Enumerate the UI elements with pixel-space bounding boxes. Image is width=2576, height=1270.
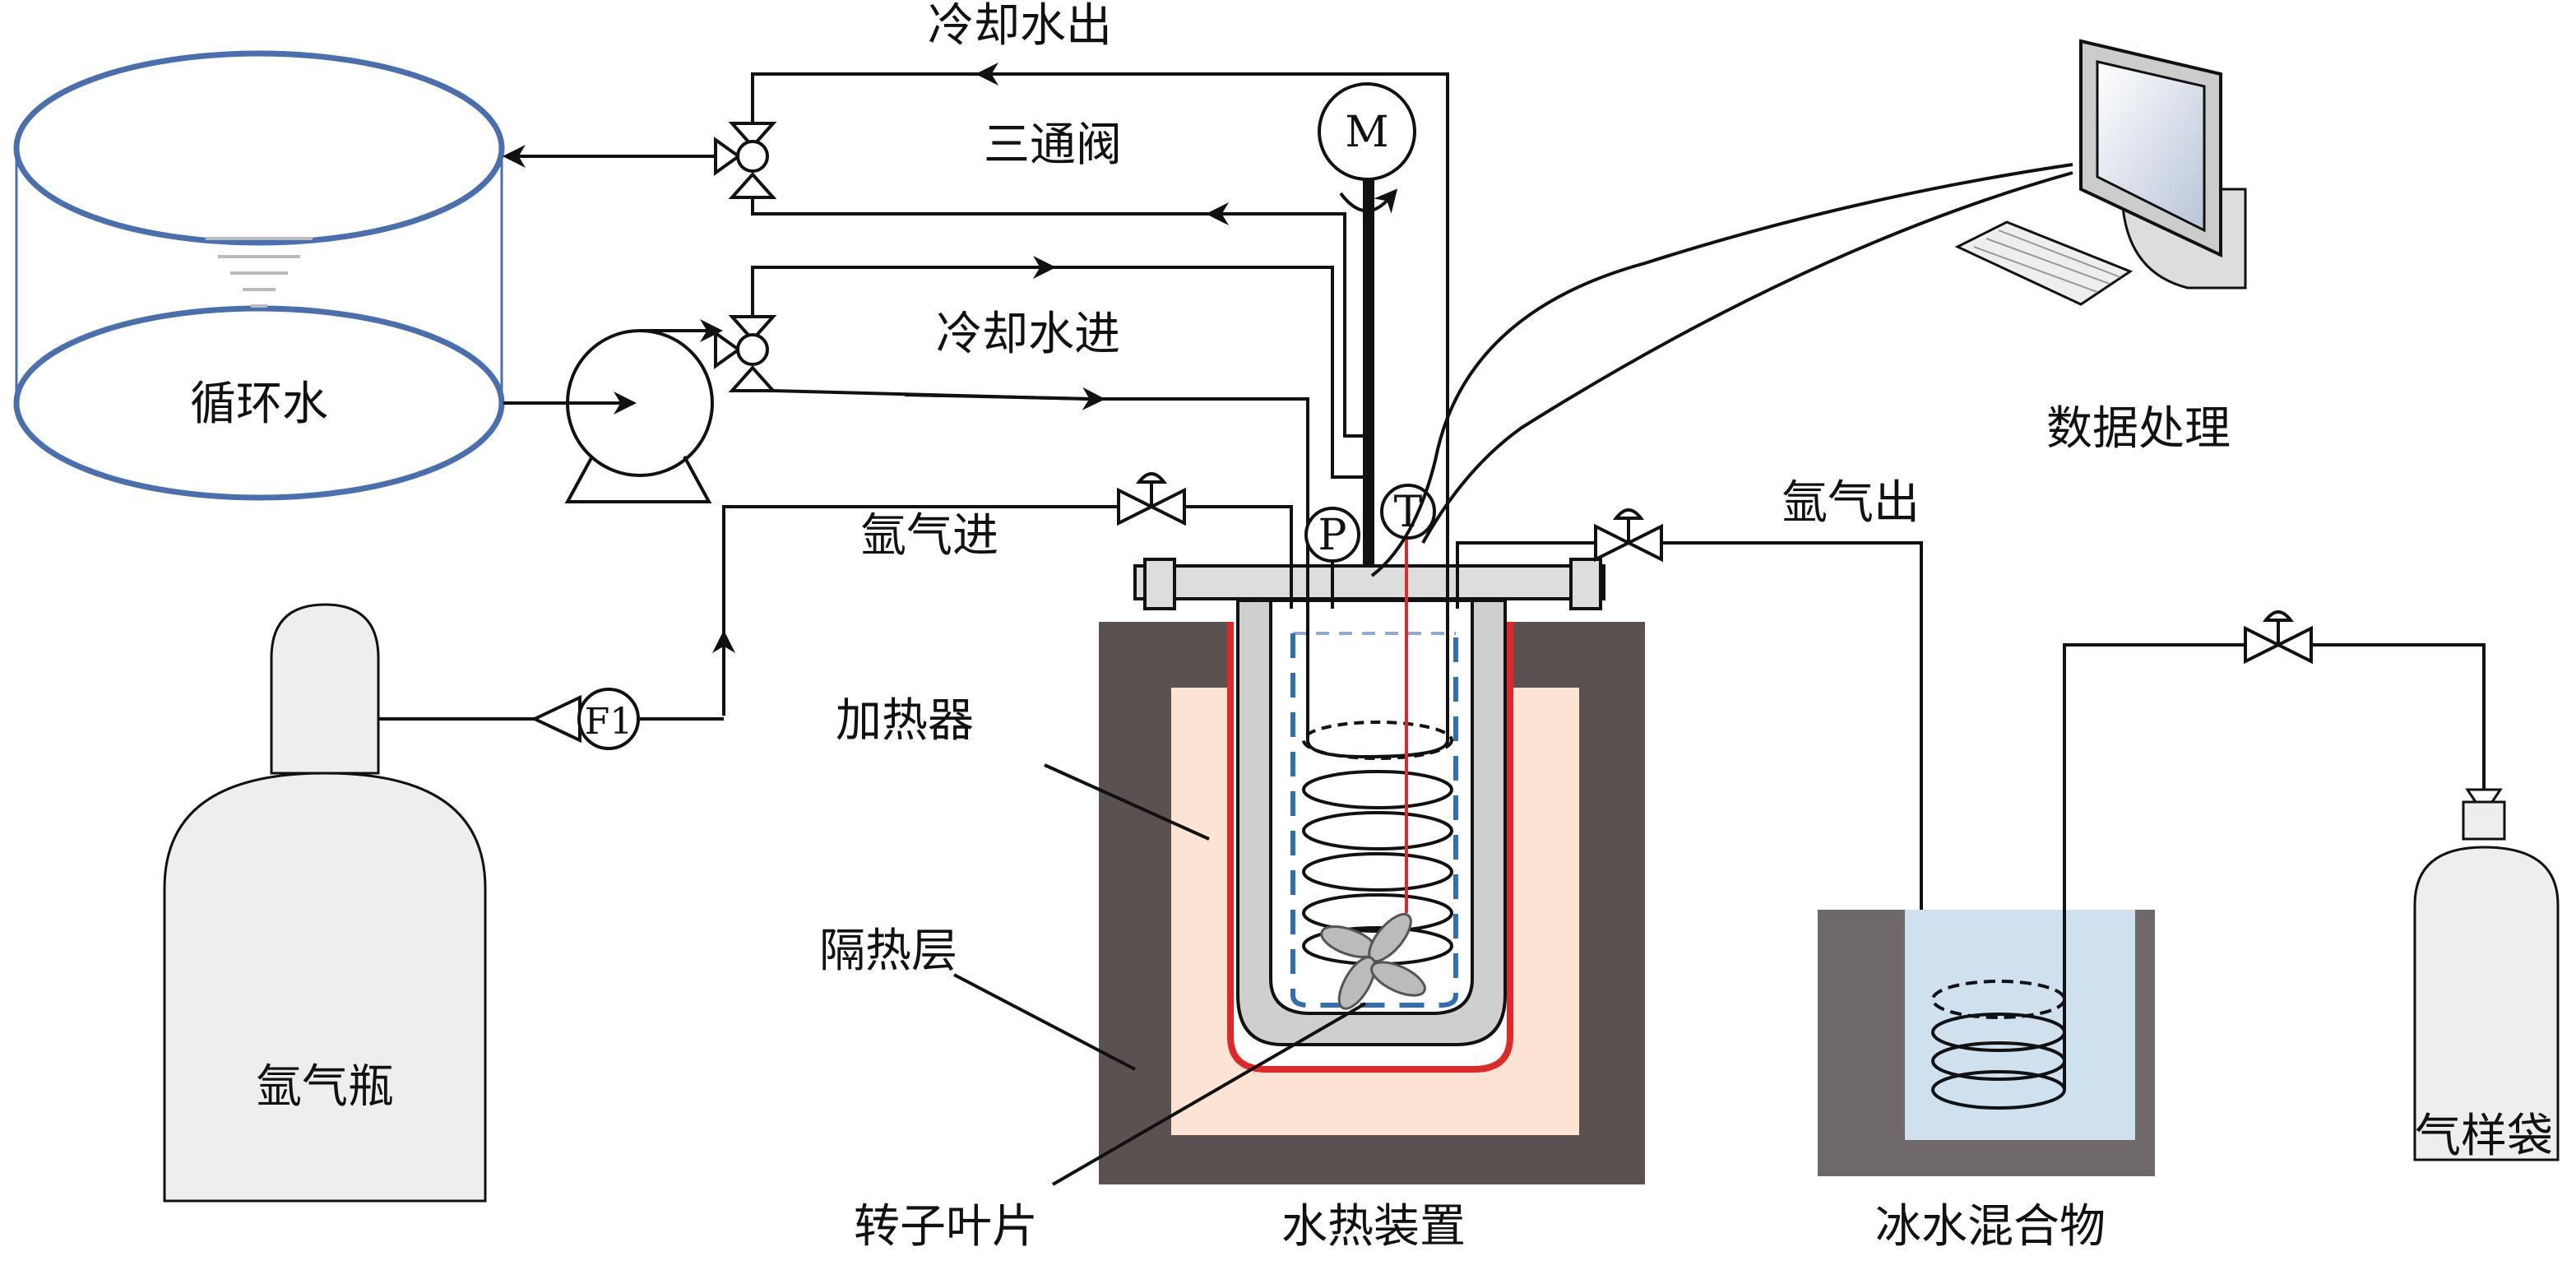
signal-cable (1421, 171, 2073, 544)
svg-text:F1: F1 (585, 701, 633, 743)
label-heater: 加热器 (836, 694, 974, 748)
label-circulating-water: 循环水 (190, 378, 328, 431)
label-three-way-valve: 三通阀 (984, 118, 1122, 172)
three-way-valve-upper-icon (714, 122, 777, 199)
reactor-lid (1133, 564, 1605, 600)
label-data-processing: 数据处理 (2046, 402, 2231, 456)
furnace (1099, 477, 1645, 1184)
label-hydrothermal-device: 水热装置 (1281, 1200, 1466, 1254)
svg-text:P: P (1318, 511, 1347, 560)
rotor-blade-icon (1320, 913, 1426, 1010)
label-insulation: 隔热层 (819, 925, 957, 978)
three-way-valve-lower-icon (714, 315, 777, 392)
argon-cylinder (163, 603, 487, 1203)
label-argon-cylinder: 氩气瓶 (256, 1060, 394, 1114)
flowmeter-icon: F1 (378, 688, 724, 750)
label-argon-in: 氩气进 (860, 509, 998, 563)
ice-water-bath (1818, 643, 2486, 1176)
gas-sample-bag (2413, 788, 2560, 1161)
pump-icon (503, 319, 723, 503)
keyboard-icon (1954, 220, 2134, 306)
circulating-water-tank (13, 50, 505, 501)
argon-in-valve-icon (1117, 472, 1186, 526)
pressure-gauge-icon: P (1304, 507, 1360, 609)
water-level-icon (206, 237, 313, 308)
computer-icon (1954, 39, 2247, 306)
argon-out-valve-icon (1594, 508, 1663, 563)
label-cooling-in: 冷却水进 (936, 308, 1120, 361)
label-gas-bag: 气样袋 (2415, 1110, 2553, 1163)
gas-bag-valve-icon (2244, 610, 2313, 665)
label-argon-out: 氩气出 (1781, 476, 1920, 530)
label-rotor-blade: 转子叶片 (854, 1200, 1038, 1254)
label-ice-water: 冰水混合物 (1875, 1200, 2106, 1254)
signal-cable (1370, 163, 2073, 577)
svg-text:M: M (1345, 108, 1388, 157)
label-cooling-out: 冷却水出 (928, 0, 1112, 53)
